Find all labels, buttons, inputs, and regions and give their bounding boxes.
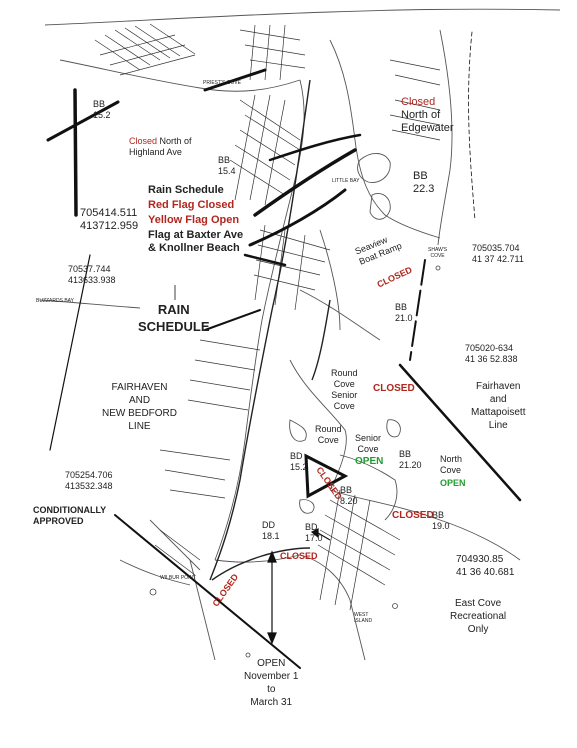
label-round-senior-cove: Round Cove Senior Cove — [331, 368, 358, 411]
street-grid — [94, 23, 441, 611]
label-bb-15-4: BB 15.4 — [218, 155, 236, 176]
coord-right-3: 704930.85 41 36 40.681 — [456, 554, 515, 578]
coord-left-1: 705414.511 413712.959 — [80, 207, 139, 232]
label-bb-8-20: BB 8.20 — [340, 485, 358, 506]
annotation-lines — [46, 31, 522, 669]
coord-right-2: 705020-634 41 36 52.838 — [465, 343, 518, 364]
closure-triangle — [304, 453, 349, 499]
label-bb-21-0: BB 21.0 — [395, 302, 413, 323]
label-open-november: OPEN November 1 to March 31 — [244, 658, 299, 708]
place-priests-cove: PRIEST'S COVE — [203, 80, 241, 86]
place-shaws-cove: SHAW'S COVE — [428, 247, 448, 259]
place-little-bay: LITTLE BAY — [332, 178, 360, 184]
place-wilbur-point: WILBUR POINT — [160, 575, 197, 581]
label-closed-north-highland: Closed North of Highland Ave — [129, 136, 192, 157]
label-east-cove: East Cove Recreational Only — [450, 598, 507, 635]
label-bb-21-20: BB 21.20 — [399, 449, 422, 470]
main-roads — [209, 79, 331, 581]
label-fairhaven-new-bedford: FAIRHAVEN AND NEW BEDFORD LINE — [102, 382, 177, 432]
place-buzzards-bay: BUZZARDS BAY — [36, 298, 74, 304]
label-dd-18-1: DD 18.1 — [262, 520, 280, 541]
open-north-cove: OPEN — [440, 478, 466, 488]
label-round-cove: Round Cove — [315, 424, 342, 445]
label-north-cove: North Cove — [440, 454, 463, 475]
closed-bd: CLOSED — [280, 551, 318, 561]
markers — [149, 265, 441, 658]
label-bb-22-3: BB 22.3 — [413, 170, 435, 195]
coord-right-1: 705035.704 41 37 42.711 — [472, 243, 524, 264]
label-senior-cove: Senior Cove — [355, 433, 382, 454]
red-flag-closed: Red Flag Closed — [148, 199, 235, 211]
label-bb-15-2: BB 15.2 — [93, 99, 111, 120]
rain-schedule-main: RAIN SCHEDULE — [138, 302, 210, 334]
closed-round-cove: CLOSED — [373, 383, 415, 394]
rain-schedule-title: Rain Schedule — [148, 184, 224, 196]
flag-at-baxter: Flag at Baxter Ave & Knollner Beach — [148, 229, 244, 254]
label-fairhaven-mattapoisett: Fairhaven and Mattapoisett Line — [471, 381, 526, 431]
label-bb-19-0: BB 19.0 — [432, 510, 450, 531]
coord-left-2: 70537.744 413633.938 — [68, 264, 116, 285]
arrows — [174, 285, 331, 645]
coord-left-3: 705254.706 413532.348 — [65, 470, 113, 491]
yellow-flag-open: Yellow Flag Open — [148, 214, 240, 226]
closed-bb-19: CLOSED — [392, 510, 434, 521]
label-conditionally-approved: CONDITIONALLY APPROVED — [33, 505, 107, 526]
label-bd-17-0: BD 17.0 — [305, 522, 323, 543]
label-bd-15-2: BD 15.2 — [290, 451, 308, 472]
open-senior-cove: OPEN — [355, 456, 384, 467]
place-west-island: WEST ISLAND — [354, 612, 373, 624]
